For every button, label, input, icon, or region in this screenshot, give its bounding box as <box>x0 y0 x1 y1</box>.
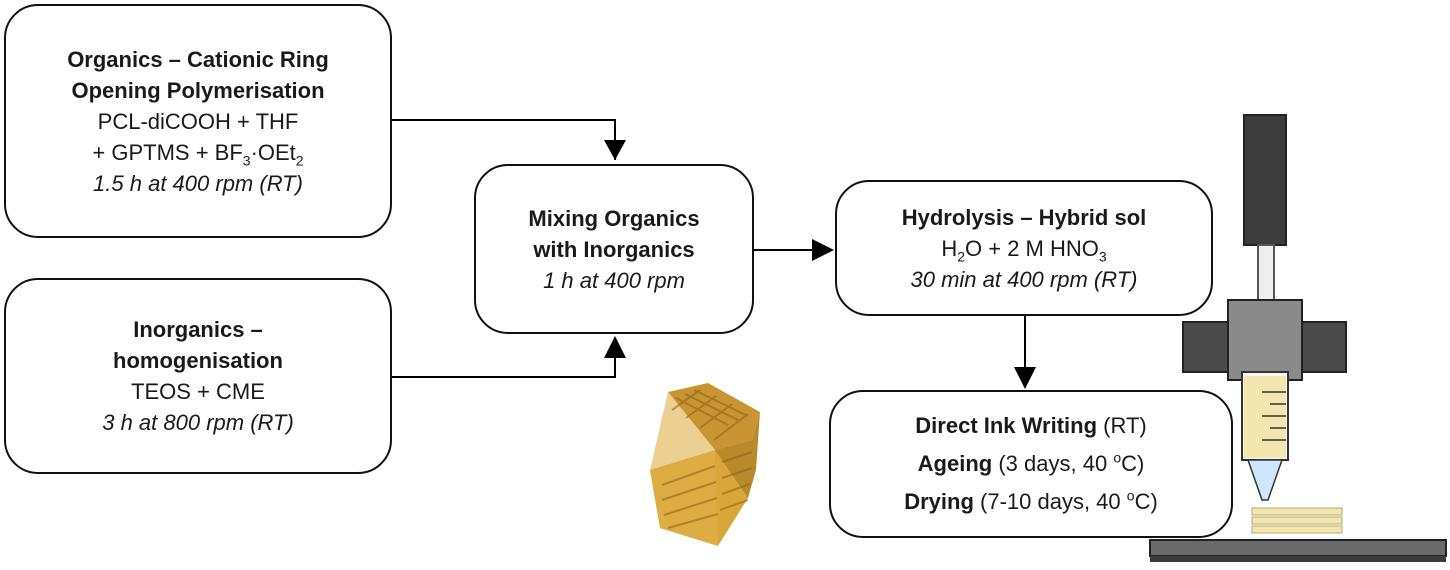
organics-title-line1: Organics – Cationic Ring <box>67 46 329 72</box>
syringe-ink <box>1244 376 1286 458</box>
hydrolysis-title: Hydrolysis – Hybrid sol <box>901 204 1147 230</box>
hydrolysis-reagents: H2O + 2 M HNO3 <box>941 235 1107 264</box>
syringe-nozzle <box>1246 459 1284 501</box>
organics-title-line2: Opening Polymerisation <box>71 77 325 103</box>
printing-step-box: Direct Ink Writing (RT) Ageing (3 days, … <box>829 390 1233 538</box>
inorganics-step-box: Inorganics – homogenisation TEOS + CME 3… <box>4 278 392 474</box>
mixing-step-box: Mixing Organics with Inorganics 1 h at 4… <box>474 164 754 334</box>
arrowhead-hydrolysis <box>812 239 834 261</box>
arrow-inorganics-to-mixing <box>392 340 616 378</box>
printer-plunger <box>1257 244 1275 306</box>
hydrolysis-step-box: Hydrolysis – Hybrid sol H2O + 2 M HNO3 3… <box>835 180 1213 316</box>
printing-step-line: Direct Ink Writing (RT) <box>915 413 1147 438</box>
printer-illustration <box>1149 114 1447 562</box>
organics-condition: 1.5 h at 400 rpm (RT) <box>93 170 303 196</box>
inorganics-title-line2: homogenisation <box>113 348 283 373</box>
inorganics-title-line1: Inorganics – <box>133 317 263 342</box>
arrowhead-inorganics <box>604 336 626 358</box>
drying-step-line: Drying (7-10 days, 40 oC) <box>904 487 1158 514</box>
printed-scaffold-image <box>650 383 760 546</box>
mixing-title-line2: with Inorganics <box>533 236 695 262</box>
organics-step-box: Organics – Cationic Ring Opening Polymer… <box>4 4 392 238</box>
inorganics-reagents: TEOS + CME <box>131 379 265 404</box>
organics-reagents-line1: PCL-diCOOH + THF <box>97 108 299 134</box>
hydrolysis-condition: 30 min at 400 rpm (RT) <box>910 266 1138 292</box>
printer-bracket-left <box>1182 321 1230 373</box>
organics-reagents-line2: + GPTMS + BF3·OEt2 <box>92 139 304 168</box>
arrowhead-organics <box>604 140 626 160</box>
print-bed <box>1149 539 1447 557</box>
printed-lattice <box>1251 507 1343 534</box>
arrow-organics-to-mixing <box>392 119 616 160</box>
inorganics-condition: 3 h at 800 rpm (RT) <box>102 410 294 435</box>
printer-holder <box>1227 299 1303 381</box>
printer-bracket-right <box>1299 321 1347 373</box>
mixing-condition: 1 h at 400 rpm <box>543 267 685 293</box>
printer-column <box>1243 114 1287 246</box>
arrowhead-printing <box>1014 367 1036 389</box>
ageing-step-line: Ageing (3 days, 40 oC) <box>917 449 1145 476</box>
mixing-title-line1: Mixing Organics <box>528 205 700 231</box>
